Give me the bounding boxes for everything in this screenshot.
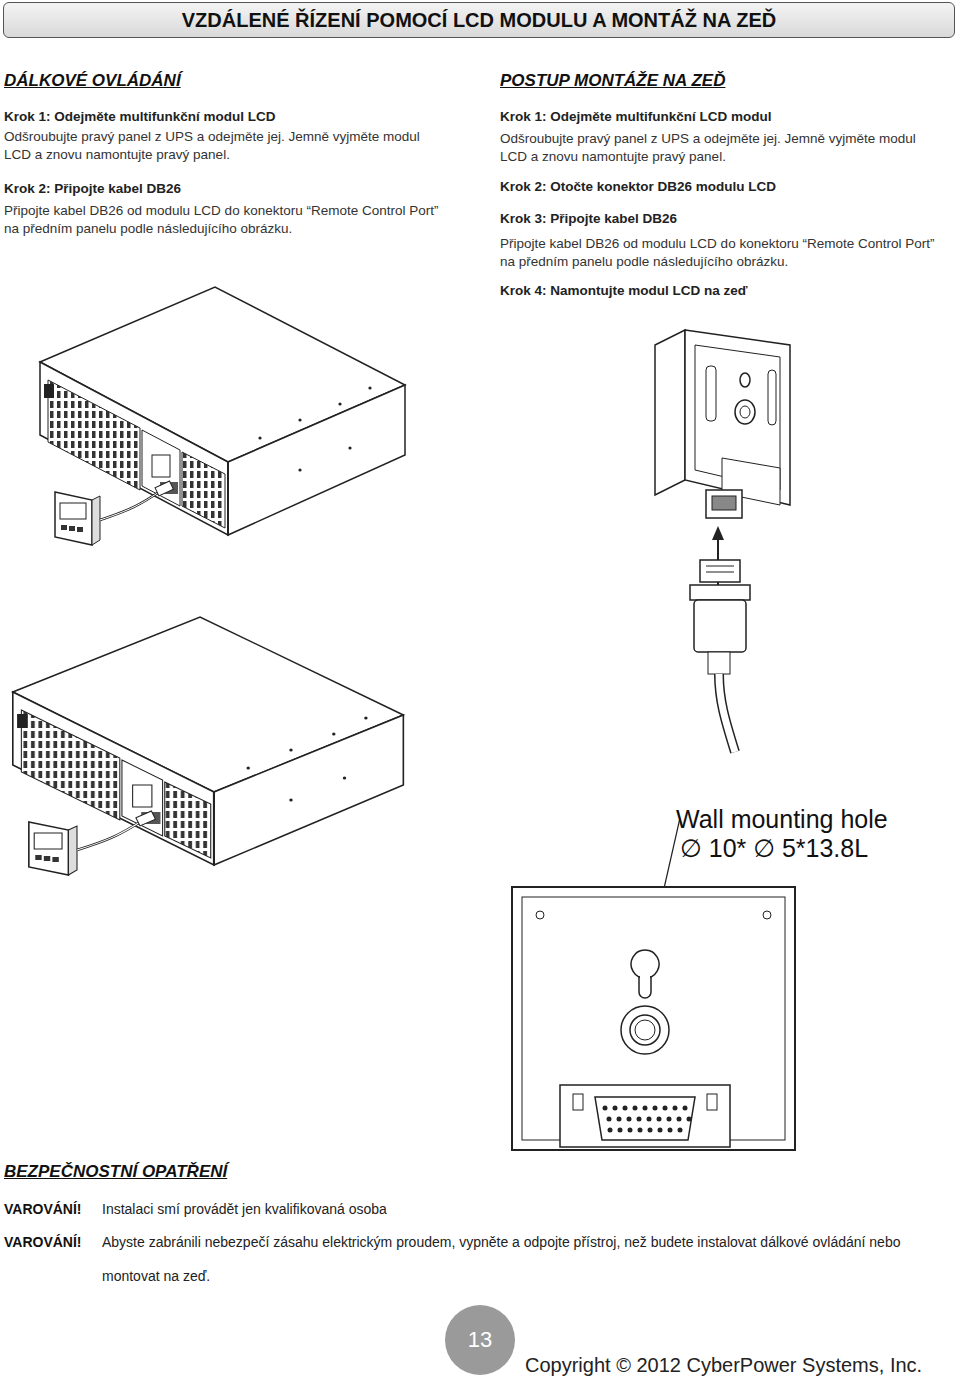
instruction-text: Připojte kabel DB26 od modulu LCD do kon…	[4, 202, 444, 238]
copyright-note: Copyright © 2012 CyberPower Systems, Inc…	[525, 1352, 922, 1379]
instruction-text: Odšroubujte pravý panel z UPS a odejměte…	[500, 130, 940, 166]
instruction-text: Odšroubujte pravý panel z UPS a odejměte…	[4, 128, 444, 164]
step-heading: Krok 2: Připojte kabel DB26	[4, 180, 444, 198]
instruction-text: Připojte kabel DB26 od modulu LCD do kon…	[500, 235, 940, 271]
warning-tag: VAROVÁNÍ!	[4, 1233, 82, 1252]
page-number: 13	[468, 1327, 492, 1353]
dimension-value: ∅ 10* ∅ 5*13.8L	[680, 832, 868, 866]
dimension-label: Wall mounting hole	[676, 803, 888, 837]
section-heading: POSTUP MONTÁŽE NA ZEĎ	[500, 70, 950, 93]
section-heading: DÁLKOVÉ OVLÁDÁNÍ	[4, 70, 444, 93]
section-heading: BEZPEČNOSTNÍ OPATŘENÍ	[4, 1161, 454, 1184]
step-heading: Krok 2: Otočte konektor DB26 modulu LCD	[500, 178, 950, 196]
title-banner: VZDÁLENÉ ŘÍZENÍ POMOCÍ LCD MODULU A MONT…	[3, 2, 955, 38]
warning-text: Instalaci smí provádět jen kvalifikovaná…	[102, 1192, 942, 1226]
step-heading: Krok 3: Připojte kabel DB26	[500, 210, 950, 228]
step-heading: Krok 1: Odejměte multifunkční LCD modul	[500, 108, 950, 126]
page-number-badge: 13	[445, 1305, 515, 1375]
step-heading: Krok 1: Odejměte multifunkční modul LCD	[4, 108, 444, 126]
warning-tag: VAROVÁNÍ!	[4, 1200, 82, 1219]
warning-text: Abyste zabránili nebezpečí zásahu elektr…	[102, 1225, 942, 1293]
page-title: VZDÁLENÉ ŘÍZENÍ POMOCÍ LCD MODULU A MONT…	[182, 9, 776, 32]
step-heading: Krok 4: Namontujte modul LCD na zeď	[500, 282, 950, 300]
